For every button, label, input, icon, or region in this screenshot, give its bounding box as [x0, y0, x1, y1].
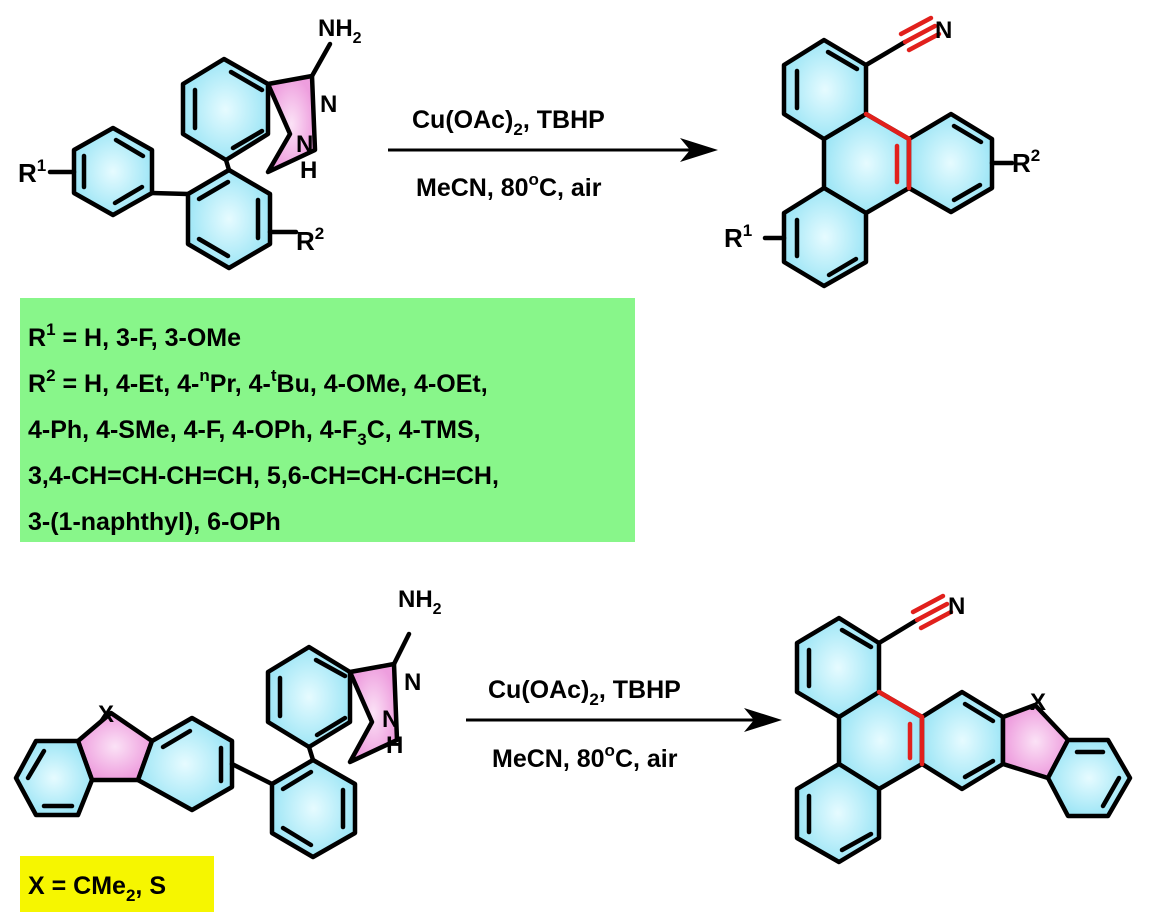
reactant-2	[13, 644, 400, 860]
reactant-2-indazole-benzo-ring	[265, 644, 353, 750]
reaction-1-reagents: Cu(OAc)2, TBHP	[412, 106, 605, 139]
product-2-x-label: X	[1030, 689, 1046, 716]
scope-box-background	[20, 298, 635, 542]
reaction-1-arrow: Cu(OAc)2, TBHP MeCN, 80oC, air	[388, 106, 718, 202]
reaction-2-reagents: Cu(OAc)2, TBHP	[488, 676, 681, 709]
pyrazole-n-label: N	[320, 91, 337, 118]
reactant-2-nh-n-label: N	[382, 706, 399, 733]
reactant-2-right-benzo-ring	[135, 715, 235, 813]
product-2-new-bonds	[876, 689, 925, 767]
x-definition-box: X = CMe2, S	[20, 856, 214, 912]
x-definition-text: X = CMe2, S	[28, 872, 166, 905]
product-1	[781, 37, 995, 289]
reactant-2-labels: X NH2 N N H	[98, 586, 442, 759]
amino-label: NH2	[318, 15, 362, 47]
scope-r2-line: R2 = H, 4-Et, 4-nPr, 4-tBu, 4-OMe, 4-OEt…	[28, 366, 488, 398]
pyrazole-ring	[265, 73, 318, 175]
product-1-r2-label: R2	[1012, 146, 1040, 178]
pyrazole-nh-h-label: H	[300, 157, 317, 184]
product-1-r1-label: R1	[724, 221, 752, 253]
x-box-background	[20, 856, 214, 912]
reactant-2-n-label: N	[404, 669, 421, 696]
reactant-2-left-benzo-ring	[13, 738, 95, 818]
scope-r1-line: R1 = H, 3-F, 3-OMe	[28, 320, 241, 352]
product-1-new-bonds	[863, 111, 912, 191]
scope-line-5: 3-(1-naphthyl), 6-OPh	[28, 508, 281, 536]
reaction-2-conditions: MeCN, 80oC, air	[492, 741, 678, 773]
product-1-labels: N R2 R1	[724, 17, 1040, 253]
reaction-1-conditions: MeCN, 80oC, air	[416, 170, 602, 202]
product-1-bottom-ring	[781, 185, 869, 289]
product-2-n-label: N	[948, 593, 965, 620]
product-2	[794, 615, 1133, 865]
scope-line-3: 4-Ph, 4-SMe, 4-F, 4-OPh, 4-F3C, 4-TMS,	[28, 416, 481, 449]
reactant-2-x-label: X	[98, 701, 114, 728]
product-1-n-label: N	[935, 17, 952, 44]
product-2-naphtho-ring	[919, 689, 1006, 792]
reactant-2-five-ring	[75, 710, 155, 783]
reactant-2-amino-label: NH2	[398, 586, 442, 618]
pyrazole-nh-n-label: N	[296, 131, 313, 158]
product-2-labels: N X	[948, 593, 1046, 716]
product-1-right-ring	[906, 111, 995, 215]
scope-line-4: 3,4-CH=CH-CH=CH, 5,6-CH=CH-CH=CH,	[28, 462, 499, 490]
substrate-scope-box: R1 = H, 3-F, 3-OMe R2 = H, 4-Et, 4-nPr, …	[20, 298, 635, 542]
reaction-2-arrow: Cu(OAc)2, TBHP MeCN, 80oC, air	[466, 676, 782, 773]
reactant-2-nh-h-label: H	[386, 732, 403, 759]
r1-label: R1	[18, 156, 46, 188]
reactant-2-pyrazole-ring	[347, 661, 400, 765]
indazole-benzo-ring	[180, 56, 271, 163]
r2-label: R2	[296, 224, 324, 256]
reactant-1-labels: NH2 N N H R1 R2	[18, 15, 362, 256]
product-2-bottom-ring	[794, 761, 882, 865]
